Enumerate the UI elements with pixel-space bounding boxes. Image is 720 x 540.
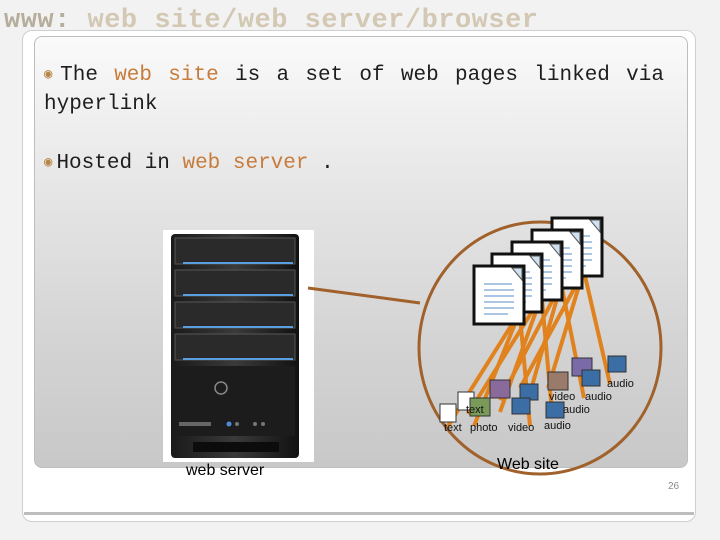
- web-page-stack: [472, 216, 604, 326]
- bullet-text: Hosted in: [56, 152, 183, 175]
- media-label-video: video: [549, 391, 576, 403]
- web-site-circle: [417, 220, 663, 476]
- web-server-label: web server: [186, 462, 265, 479]
- connector-line: [307, 286, 421, 305]
- document-icon: [472, 264, 526, 326]
- media-label-video: video: [508, 422, 535, 434]
- title-rest: web site/web server/browser: [87, 6, 539, 36]
- media-label-audio: audio: [585, 391, 612, 403]
- bullet-icon: ◉: [44, 67, 57, 83]
- media-label-text: text: [444, 422, 462, 434]
- server-image: [163, 230, 314, 462]
- media-label-photo: photo: [470, 422, 498, 434]
- title-lead: www:: [4, 6, 71, 36]
- media-thumbnails: [439, 355, 627, 423]
- bullet-text: .: [308, 152, 334, 175]
- bullet-text: is a set of web pages linked via hyperli…: [44, 64, 664, 116]
- slide-title: www: web site/web server/browser: [4, 6, 539, 36]
- bullet-web-server: ◉Hosted in web server .: [44, 152, 334, 175]
- bullet-web-site: ◉The web site is a set of web pages link…: [44, 62, 664, 119]
- bullet-highlight: web site: [114, 64, 219, 87]
- bullet-highlight: web server: [182, 152, 309, 175]
- media-label-text: text: [466, 404, 484, 416]
- server-tower-icon: [171, 234, 299, 458]
- bullet-icon: ◉: [44, 155, 53, 171]
- bullet-text: The: [60, 64, 115, 87]
- page-number: 26: [668, 481, 680, 492]
- media-label-audio: audio: [544, 420, 571, 432]
- web-site-label: Web site: [497, 456, 559, 473]
- footer-rule: [24, 512, 694, 515]
- media-label-audio: audio: [563, 404, 590, 416]
- media-label-audio: audio: [607, 378, 634, 390]
